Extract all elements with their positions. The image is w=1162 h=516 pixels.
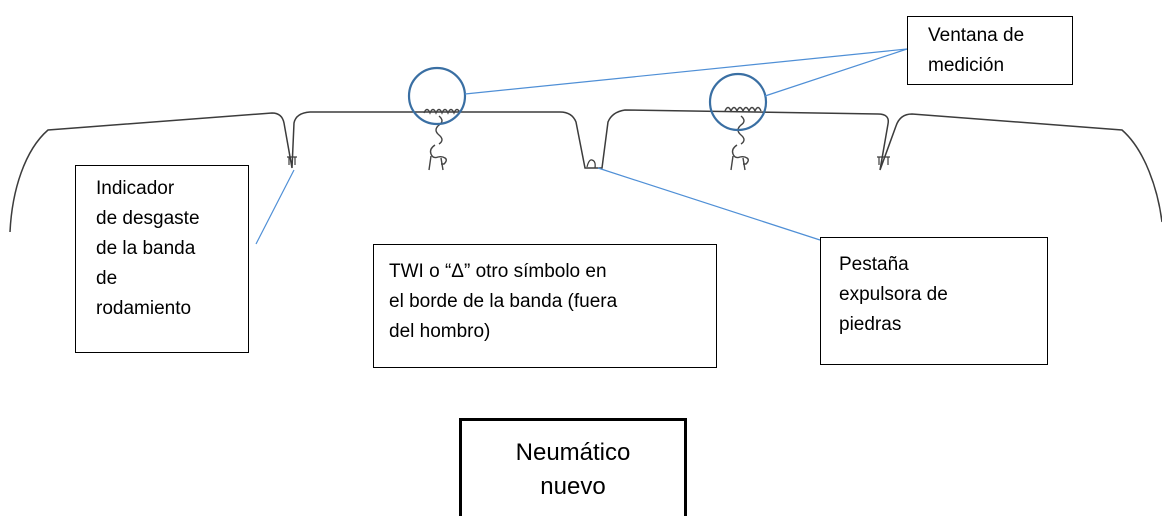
label-line: nuevo xyxy=(540,473,606,500)
label-line: piedras xyxy=(839,314,902,335)
label-box-twi-symbol: TWI o “Δ” otro símbolo en el borde de la… xyxy=(373,244,717,368)
label-line: de desgaste xyxy=(96,208,200,229)
label-line: de xyxy=(96,268,118,289)
leader-lines xyxy=(255,48,908,245)
leader-pestana xyxy=(597,167,821,241)
label-box-new-tire: Neumático nuevo xyxy=(459,418,687,516)
twi-mark-right xyxy=(877,156,890,165)
leader-ventana-right xyxy=(764,48,908,97)
measurement-sipe-left xyxy=(423,108,461,171)
label-line: rodamiento xyxy=(96,298,192,319)
label-line: Neumático xyxy=(515,439,631,466)
label-line: de la banda xyxy=(96,238,196,259)
label-line: medición xyxy=(928,55,1005,76)
measurement-sipe-right xyxy=(724,106,762,171)
label-line: del hombro) xyxy=(389,321,491,342)
label-line: Indicador xyxy=(96,178,175,199)
label-line: TWI o “Δ” otro símbolo en xyxy=(389,261,607,282)
label-line: el borde de la banda (fuera xyxy=(389,291,618,312)
label-box-wear-indicator: Indicador de desgaste de la banda de rod… xyxy=(75,165,249,353)
measurement-circle-right xyxy=(708,72,768,132)
label-box-measurement-window: Ventana de medición xyxy=(907,16,1073,85)
leader-ventana-left xyxy=(464,48,908,95)
label-line: Ventana de xyxy=(928,25,1025,46)
label-box-stone-ejector: Pestaña expulsora de piedras xyxy=(820,237,1048,365)
label-line: Pestaña xyxy=(839,254,909,275)
label-line: expulsora de xyxy=(839,284,948,305)
twi-mark-left xyxy=(287,156,297,165)
stone-ejector-nub xyxy=(586,159,596,169)
leader-indicador xyxy=(255,169,295,245)
measurement-circle-left xyxy=(407,66,467,126)
tread-outline xyxy=(9,109,1162,233)
